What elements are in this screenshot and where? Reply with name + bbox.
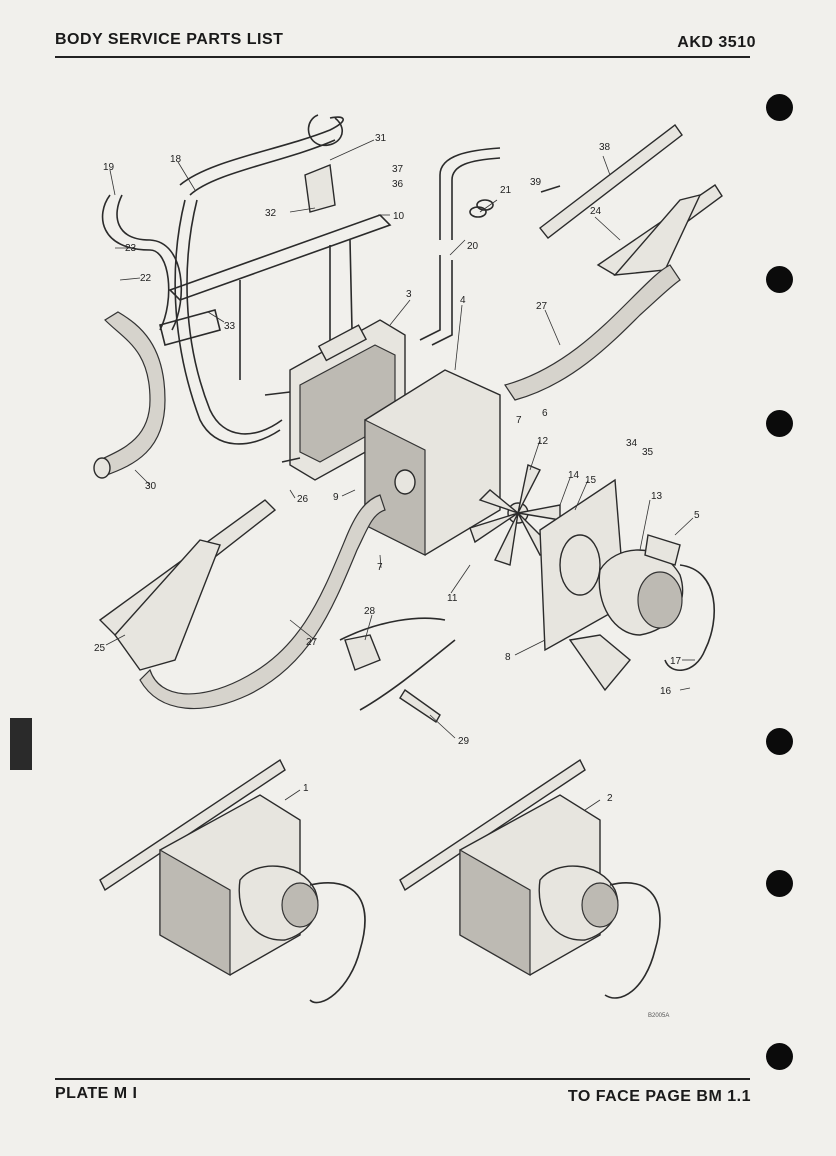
- plate-aperture: [559, 534, 601, 596]
- callout-3: 3: [406, 289, 412, 300]
- callout-19: 19: [103, 162, 115, 173]
- callout-29: 29: [458, 736, 470, 747]
- nozzle-25-body: [114, 539, 221, 671]
- panel-outline: [339, 617, 456, 711]
- callout-15: 15: [585, 475, 597, 486]
- callout-6: 6: [542, 408, 548, 419]
- pipe-18: [174, 199, 281, 445]
- callout-labels: 19 18 31 37 36 32 10 23 22 33 3 4 27 21 …: [94, 133, 700, 1019]
- callout-36: 36: [392, 179, 404, 190]
- header-code: AKD 3510: [677, 34, 756, 51]
- hose-27-lower: [139, 494, 386, 710]
- callout-21: 21: [500, 185, 512, 196]
- footer-rule: [55, 1078, 750, 1080]
- callout-7-right: 7: [516, 415, 522, 426]
- heater-box-side: [364, 419, 426, 556]
- callout-18: 18: [170, 154, 182, 165]
- hose-19: [101, 194, 170, 331]
- callout-12: 12: [537, 436, 549, 447]
- nozzle-24-body: [613, 193, 702, 276]
- hose-19-outer: [116, 194, 182, 331]
- bracket-legs: [239, 239, 353, 380]
- bracket-frame: [168, 214, 392, 301]
- callout-38: 38: [599, 142, 611, 153]
- callout-26: 26: [297, 494, 309, 505]
- hose-20-upper: [439, 147, 501, 240]
- binder-hole: [766, 94, 793, 121]
- callout-23: 23: [125, 243, 137, 254]
- screw-39: [540, 185, 561, 193]
- fan-11: [469, 464, 561, 566]
- binder-hole: [766, 266, 793, 293]
- callout-13: 13: [651, 491, 663, 502]
- callout-9: 9: [333, 492, 339, 503]
- radiator-label-plate: [317, 324, 368, 362]
- callout-7-left: 7: [377, 562, 383, 573]
- motor-endcap: [637, 571, 683, 629]
- heater-outlet: [394, 469, 416, 495]
- binder-hole: [766, 728, 793, 755]
- motor-lead-17: [664, 564, 715, 672]
- binder-hole: [766, 410, 793, 437]
- binder-hole: [766, 1043, 793, 1070]
- callout-16: 16: [660, 686, 672, 697]
- callout-20: 20: [467, 241, 479, 252]
- drawing-reference: B2005A: [648, 1013, 669, 1019]
- hose-clip-21b: [476, 199, 494, 211]
- radiator-pipes: [264, 391, 301, 463]
- hose-30: [99, 311, 166, 477]
- heater-assembly-1: [99, 758, 366, 1004]
- callout-24: 24: [590, 206, 602, 217]
- callout-30: 30: [145, 481, 157, 492]
- section-tab: [10, 718, 32, 770]
- hose-27-upper: [504, 264, 681, 401]
- strap-38: [539, 124, 683, 239]
- callout-27-lower: 27: [306, 637, 318, 648]
- callout-4: 4: [460, 295, 466, 306]
- callout-31: 31: [375, 133, 387, 144]
- page-reference: TO FACE PAGE BM 1.1: [567, 1088, 751, 1105]
- callout-27-upper: 27: [536, 301, 548, 312]
- plate-number: PLATE M I: [55, 1085, 138, 1102]
- header-title: BODY SERVICE PARTS LIST: [55, 31, 284, 48]
- callout-8: 8: [505, 652, 511, 663]
- callout-37: 37: [392, 164, 404, 175]
- binder-hole: [766, 870, 793, 897]
- water-tap-31: [304, 164, 336, 213]
- hose-18-outer: [189, 139, 336, 196]
- callout-11: 11: [447, 593, 458, 604]
- callout-2: 2: [607, 793, 613, 804]
- bracket-5: [644, 534, 681, 566]
- header-rule: [55, 56, 750, 58]
- heater-assembly-2: [399, 758, 661, 999]
- callout-5: 5: [694, 510, 700, 521]
- callout-34: 34: [626, 438, 638, 449]
- hose-30-end: [93, 457, 111, 479]
- pipe-18-outer: [186, 199, 283, 435]
- callout-25: 25: [94, 643, 106, 654]
- callout-39: 39: [530, 177, 542, 188]
- hose-20-lower: [419, 255, 453, 346]
- callout-1: 1: [303, 783, 309, 794]
- switch-28: [344, 634, 381, 671]
- callout-28: 28: [364, 606, 376, 617]
- callout-14: 14: [568, 470, 580, 481]
- callout-32: 32: [265, 208, 277, 219]
- callout-10: 10: [393, 211, 405, 222]
- hose-18: [179, 116, 344, 186]
- grommet-29: [399, 688, 441, 723]
- bracket-33: [159, 309, 221, 346]
- leader-lines: [105, 139, 695, 811]
- callout-17: 17: [670, 656, 682, 667]
- callout-22: 22: [140, 273, 152, 284]
- tap-loop: [307, 114, 343, 146]
- callout-33: 33: [224, 321, 236, 332]
- motor-bracket: [568, 634, 631, 692]
- callout-35: 35: [642, 447, 654, 458]
